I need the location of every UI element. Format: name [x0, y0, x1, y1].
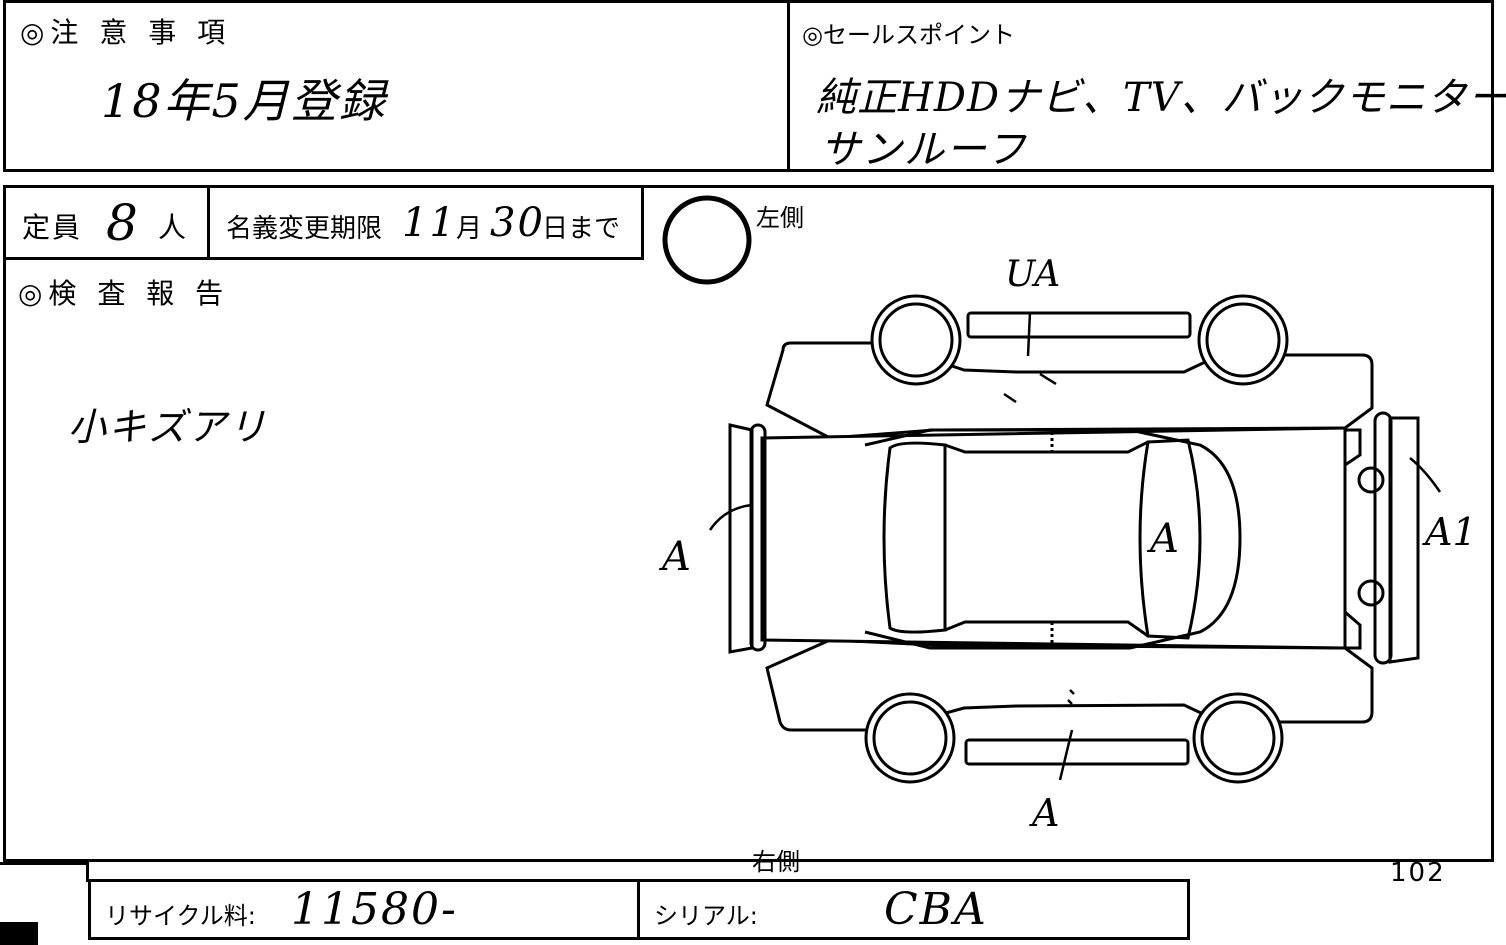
serial-cell: シリアル: CBA — [637, 879, 1190, 940]
name-change-day: 30 — [490, 200, 545, 246]
right-side-step — [964, 738, 1190, 766]
name-change-cell: 名義変更期限 11 月 30 日まで — [207, 185, 644, 260]
serial-label: シリアル: — [654, 902, 758, 930]
left-side-label: 左側 — [756, 204, 804, 232]
indicator-circle — [662, 195, 752, 285]
serial-value: CBA — [884, 884, 988, 935]
wheel-front-right — [864, 692, 956, 784]
car-body-top — [760, 426, 1347, 650]
capacity-value: 8 — [106, 194, 140, 252]
right-side-label: 右側 — [752, 848, 800, 876]
rear-bumper — [1388, 416, 1420, 664]
front-bumper — [728, 423, 754, 654]
capacity-cell: 定員 8 人 — [3, 185, 210, 260]
left-side-step — [966, 311, 1192, 339]
registration-date: 18年5月登録 — [101, 74, 387, 128]
wheel-rear-left — [1197, 294, 1289, 386]
wheel-rear-right — [1192, 692, 1284, 784]
name-change-label: 名義変更期限 — [226, 214, 383, 244]
wheel-front-left — [870, 294, 962, 386]
page-number: 102 — [1390, 858, 1446, 888]
footer-frame — [0, 862, 88, 865]
rear-window — [1138, 438, 1202, 640]
roof-panel — [944, 440, 1149, 638]
recycle-fee-cell: リサイクル料: 11580- — [88, 879, 640, 940]
sales-point-line2: サンルーフ — [820, 127, 1028, 173]
tail-light-lower — [1357, 579, 1385, 607]
mark-rear: A1 — [1422, 510, 1477, 554]
notes-heading: ◎注 意 事 項 — [20, 16, 232, 49]
name-change-day-unit: 日まで — [542, 214, 621, 244]
tail-light-upper — [1357, 466, 1385, 494]
sales-point-section: ◎セールスポイント 純正HDDナビ、TV、バックモニター サンルーフ — [787, 0, 1506, 173]
sales-point-heading: ◎セールスポイント — [802, 21, 1015, 49]
mark-roof: A — [1146, 516, 1179, 562]
corner-block — [0, 922, 38, 945]
name-change-month: 11 — [402, 200, 457, 246]
capacity-unit: 人 — [158, 211, 193, 244]
inspection-remark: 小キズアリ — [68, 405, 269, 449]
mark-left-side: UA — [1005, 254, 1060, 295]
right-side-body — [765, 638, 1374, 732]
recycle-fee-label: リサイクル料: — [105, 902, 256, 930]
notes-section: ◎注 意 事 項 18年5月登録 — [3, 0, 790, 172]
recycle-fee-value: 11580- — [291, 884, 458, 935]
left-side-body — [765, 341, 1374, 440]
footer-frame-edge — [86, 862, 89, 882]
sales-point-line1: 純正HDDナビ、TV、バックモニター — [816, 75, 1506, 121]
mark-front: A — [658, 534, 691, 580]
cabin-outline — [864, 428, 1242, 650]
capacity-label: 定員 — [22, 211, 83, 244]
windshield — [882, 441, 947, 634]
mark-right-side: A — [1029, 791, 1059, 835]
inspection-heading: ◎検 査 報 告 — [18, 277, 230, 310]
name-change-month-unit: 月 — [456, 214, 483, 244]
